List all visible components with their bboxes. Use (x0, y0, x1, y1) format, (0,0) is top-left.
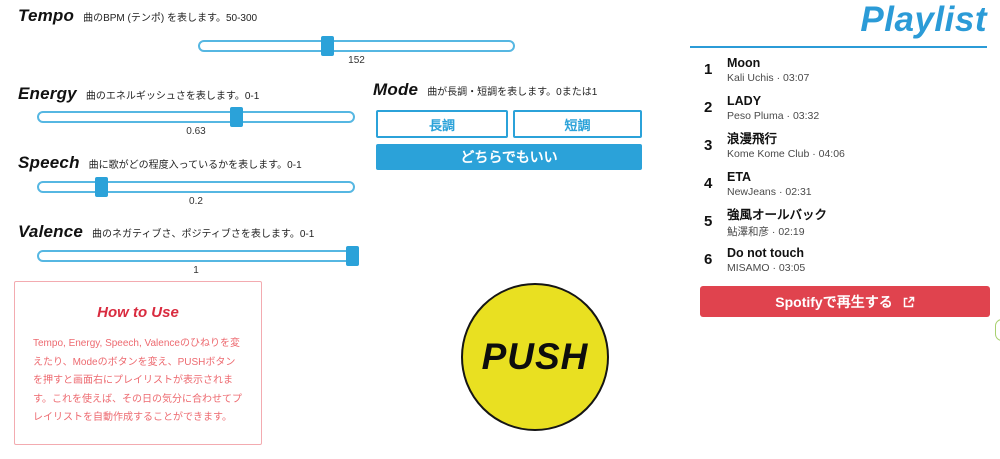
track-subtitle: MISAMO · 03:05 (727, 262, 806, 275)
speech-slider-track[interactable] (37, 177, 355, 197)
track-title: Do not touch (727, 246, 805, 260)
track-info: Moon Kali Uchis · 03:07 (727, 56, 990, 85)
how-to-use-body: Tempo, Energy, Speech, Valenceのひねりを変えたり、… (33, 338, 242, 423)
playlist-title-underline (690, 46, 987, 48)
track-number: 6 (704, 250, 713, 268)
speech-label: Speech (18, 153, 80, 172)
tempo-section-heading: Tempo 曲のBPM (テンポ) を表します。50-300 (18, 6, 257, 26)
playlist-track-row: 4 ETA NewJeans · 02:31 (700, 170, 990, 199)
playlist-track-row: 3 浪漫飛行 Kome Kome Club · 04:06 (700, 132, 990, 161)
tempo-label: Tempo (18, 6, 75, 25)
energy-slider-track[interactable] (37, 107, 355, 127)
valence-slider-track[interactable] (37, 246, 359, 266)
valence-slider-thumb[interactable] (346, 246, 359, 266)
push-button[interactable]: PUSH (461, 283, 609, 431)
energy-section-heading: Energy 曲のエネルギッシュさを表します。0-1 (18, 84, 259, 104)
playlist-track-row: 1 Moon Kali Uchis · 03:07 (700, 56, 990, 85)
speech-description: 曲に歌がどの程度入っているかを表します。0-1 (88, 160, 302, 171)
speech-slider-thumb[interactable] (94, 177, 108, 197)
how-to-use-title: How to Use (97, 304, 179, 321)
track-number: 5 (704, 212, 713, 230)
track-title: Moon (727, 56, 761, 70)
track-number: 2 (704, 98, 713, 116)
playlist-track-row: 6 Do not touch MISAMO · 03:05 (700, 246, 990, 275)
track-subtitle: Kali Uchis · 03:07 (727, 72, 810, 85)
external-link-icon (903, 296, 915, 308)
track-info: LADY Peso Pluma · 03:32 (727, 94, 990, 123)
mode-major-button[interactable]: 長調 (376, 110, 508, 138)
track-info: 強風オールバック 鮎澤和彦 · 02:19 (727, 208, 990, 238)
valence-description: 曲のネガティブさ、ポジティブさを表します。0-1 (92, 229, 315, 240)
track-subtitle: Peso Pluma · 03:32 (727, 110, 820, 123)
tempo-slider-value: 152 (348, 55, 365, 66)
track-subtitle: 鮎澤和彦 · 02:19 (727, 226, 805, 239)
mode-description: 曲が長調・短調を表します。0または1 (427, 87, 598, 98)
playlist-track-row: 2 LADY Peso Pluma · 03:32 (700, 94, 990, 123)
energy-label: Energy (18, 84, 77, 103)
track-subtitle: Kome Kome Club · 04:06 (727, 148, 845, 161)
energy-description: 曲のエネルギッシュさを表します。0-1 (85, 91, 260, 102)
track-title: 浪漫飛行 (727, 132, 778, 146)
track-subtitle: NewJeans · 02:31 (727, 186, 812, 199)
playlist-title: Playlist (860, 0, 987, 39)
spotify-play-button[interactable]: Spotifyで再生する (700, 286, 990, 317)
track-title: ETA (727, 170, 752, 184)
spotify-play-label: Spotifyで再生する (775, 293, 893, 310)
track-info: ETA NewJeans · 02:31 (727, 170, 990, 199)
energy-slider-thumb[interactable] (229, 107, 243, 127)
track-info: 浪漫飛行 Kome Kome Club · 04:06 (727, 132, 990, 161)
speech-section-heading: Speech 曲に歌がどの程度入っているかを表します。0-1 (18, 153, 302, 173)
valence-label: Valence (18, 222, 84, 241)
valence-slider-value: 1 (193, 265, 199, 276)
mode-either-button[interactable]: どちらでもいい (376, 144, 642, 170)
tempo-description: 曲のBPM (テンポ) を表します。50-300 (83, 13, 258, 24)
energy-slider-value: 0.63 (186, 126, 206, 137)
track-number: 4 (704, 174, 713, 192)
how-to-use-box: How to Use Tempo, Energy, Speech, Valenc… (14, 281, 262, 445)
track-title: 強風オールバック (727, 208, 828, 222)
edge-widget-clipped[interactable] (995, 319, 1000, 341)
track-number: 1 (704, 60, 713, 78)
mode-section-heading: Mode 曲が長調・短調を表します。0または1 (373, 80, 597, 100)
speech-slider-value: 0.2 (189, 196, 203, 207)
track-title: LADY (727, 94, 762, 108)
tempo-slider-track[interactable] (198, 36, 515, 56)
track-number: 3 (704, 136, 713, 154)
mode-label: Mode (373, 80, 419, 99)
mode-minor-button[interactable]: 短調 (513, 110, 642, 138)
playlist-track-row: 5 強風オールバック 鮎澤和彦 · 02:19 (700, 208, 990, 238)
tempo-slider-thumb[interactable] (321, 36, 335, 56)
valence-section-heading: Valence 曲のネガティブさ、ポジティブさを表します。0-1 (18, 222, 314, 242)
playlist-tracks: 1 Moon Kali Uchis · 03:07 2 LADY Peso Pl… (700, 56, 990, 275)
track-info: Do not touch MISAMO · 03:05 (727, 246, 990, 275)
